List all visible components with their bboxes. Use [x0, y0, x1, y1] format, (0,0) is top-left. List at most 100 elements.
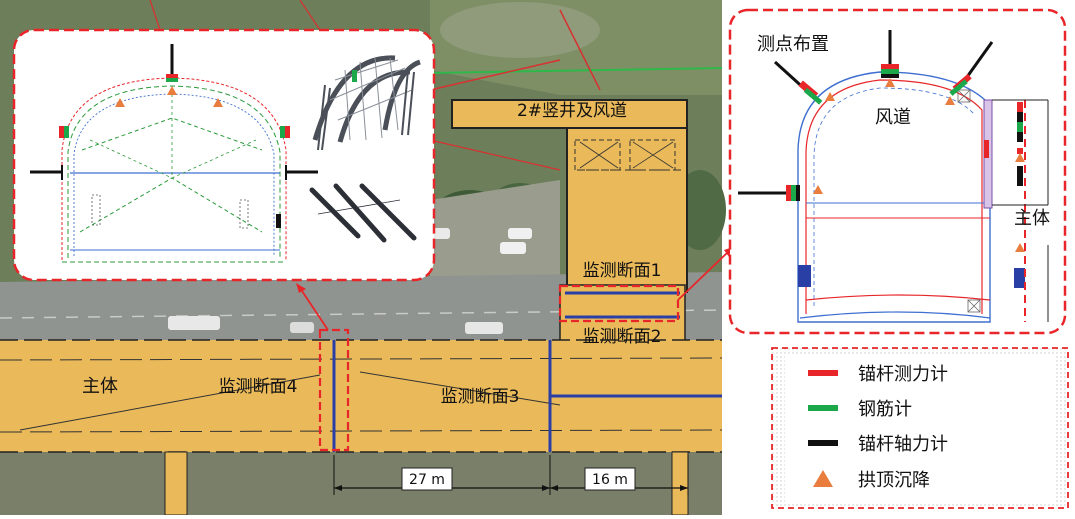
anchor-dynamometer-mark — [1017, 102, 1023, 112]
detail-panel: 测点布置 风道 主体 — [728, 8, 1067, 335]
rebar-meter-mark — [949, 79, 968, 96]
corridor-branch — [671, 451, 689, 516]
green-boundary-line — [429, 67, 723, 74]
legend-label-axial-force: 锚杆轴力计 — [858, 434, 948, 455]
dimension-label-box-16 — [584, 467, 636, 491]
corridor-diagonal — [19, 374, 321, 431]
settlement-triangle — [1015, 153, 1025, 162]
legend-inner — [785, 356, 1055, 502]
car — [508, 228, 532, 239]
detail-mark — [91, 194, 101, 226]
anchor-dynamometer-mark — [59, 126, 64, 138]
parking-area — [430, 180, 560, 300]
car — [168, 316, 220, 330]
anchor-dynamometer-mark — [984, 140, 989, 158]
tunnel-plan: 2#竖井及风道 监测断面1 监测断面2 主体 监测断面4 监测断面3 27 m … — [0, 99, 733, 516]
pointer-line — [677, 251, 729, 301]
car — [290, 322, 314, 333]
steel-column — [317, 84, 331, 151]
section2-label: 监测断面2 — [583, 327, 662, 347]
section3-label: 监测断面3 — [441, 387, 520, 407]
airway-outline — [797, 71, 991, 323]
detail-main-body-label: 主体 — [1014, 208, 1050, 229]
airway-invert — [799, 311, 991, 319]
legend-label-rebar-meter: 钢筋计 — [858, 399, 912, 420]
shaft-detail — [574, 139, 621, 171]
pointer-line — [299, 287, 329, 331]
steel-column — [401, 69, 415, 136]
airway-junction — [559, 284, 686, 344]
anchor-dynamometer-mark — [786, 185, 791, 201]
airway-dashed-outline — [813, 87, 975, 306]
steel-support-3d — [312, 55, 421, 151]
dimension-arrow — [334, 485, 342, 491]
anchor-dynamometer-mark — [881, 64, 899, 69]
rebar-meter-mark — [791, 185, 796, 201]
legend-label-settlement: 拱顶沉降 — [858, 470, 930, 491]
settlement-triangle — [885, 78, 895, 87]
dimension-label-27: 27 m — [409, 472, 445, 488]
main-corridor — [0, 340, 722, 452]
anchor-rod — [309, 187, 361, 239]
dimension-arrow — [542, 485, 550, 491]
blue-block — [1014, 268, 1025, 288]
shaft-detail — [579, 141, 619, 169]
anchor-rod — [333, 183, 387, 243]
settlement-triangle — [167, 86, 177, 95]
axial-force-mark — [796, 185, 800, 201]
settlement-triangle — [813, 185, 823, 194]
detail-mark — [239, 199, 249, 229]
axial-force-mark — [1017, 132, 1023, 142]
main-body-label: 主体 — [82, 376, 118, 397]
detail-mark — [276, 214, 281, 228]
vegetation-patch — [440, 2, 600, 58]
axial-force-mark — [1017, 166, 1023, 186]
anchor-rods — [309, 183, 417, 243]
settlement-triangle — [115, 98, 125, 107]
dimension-label-box-27 — [401, 467, 453, 491]
red-boundary-line — [559, 9, 601, 91]
rebar-meter-mark — [803, 87, 823, 105]
airway-label: 风道 — [875, 107, 911, 128]
red-boundary-line — [429, 59, 561, 91]
rebar-meter-mark — [280, 126, 285, 138]
axial-force-mark — [881, 74, 899, 78]
legend: 锚杆测力计 钢筋计 锚杆轴力计 拱顶沉降 — [771, 347, 1069, 509]
anchor-dynamometer-mark — [285, 126, 290, 138]
rebar-meter-mark — [352, 70, 357, 82]
settlement-triangle — [213, 98, 223, 107]
airway-invert — [805, 294, 991, 301]
pointer-arrow — [296, 283, 306, 293]
red-boundary-line — [429, 139, 561, 171]
corner-box — [967, 299, 981, 313]
blue-block — [798, 265, 811, 287]
legend-label-dynamometer: 锚杆测力计 — [858, 364, 948, 385]
settlement-triangle — [825, 92, 835, 101]
rebar-meter-mark — [64, 126, 69, 138]
corner-box — [967, 299, 981, 313]
layout-title: 测点布置 — [757, 34, 829, 55]
rebar-meter-mark — [1017, 122, 1023, 132]
corner-box — [957, 89, 971, 103]
road — [0, 272, 722, 352]
corridor-diagonal — [359, 371, 561, 406]
anchor-rod-link — [317, 199, 401, 215]
shaft-label: 2#竖井及风道 — [517, 101, 627, 121]
shaft-detail — [632, 141, 674, 169]
airway-corridor — [566, 127, 688, 293]
axial-force-mark — [1017, 112, 1023, 122]
dimension-arrow — [550, 485, 558, 491]
steel-mesh — [344, 57, 399, 141]
inset-frame — [12, 28, 436, 282]
corner-box — [957, 89, 971, 103]
bracing — [81, 117, 263, 151]
steel-arch — [382, 59, 421, 131]
red-boundary-line — [149, 0, 161, 31]
dimension-arrow — [680, 485, 688, 491]
section4-label: 监测断面4 — [219, 377, 298, 397]
anchor-rod — [359, 183, 417, 241]
car — [500, 242, 526, 254]
anchor-dynamometer-mark — [1017, 148, 1023, 154]
